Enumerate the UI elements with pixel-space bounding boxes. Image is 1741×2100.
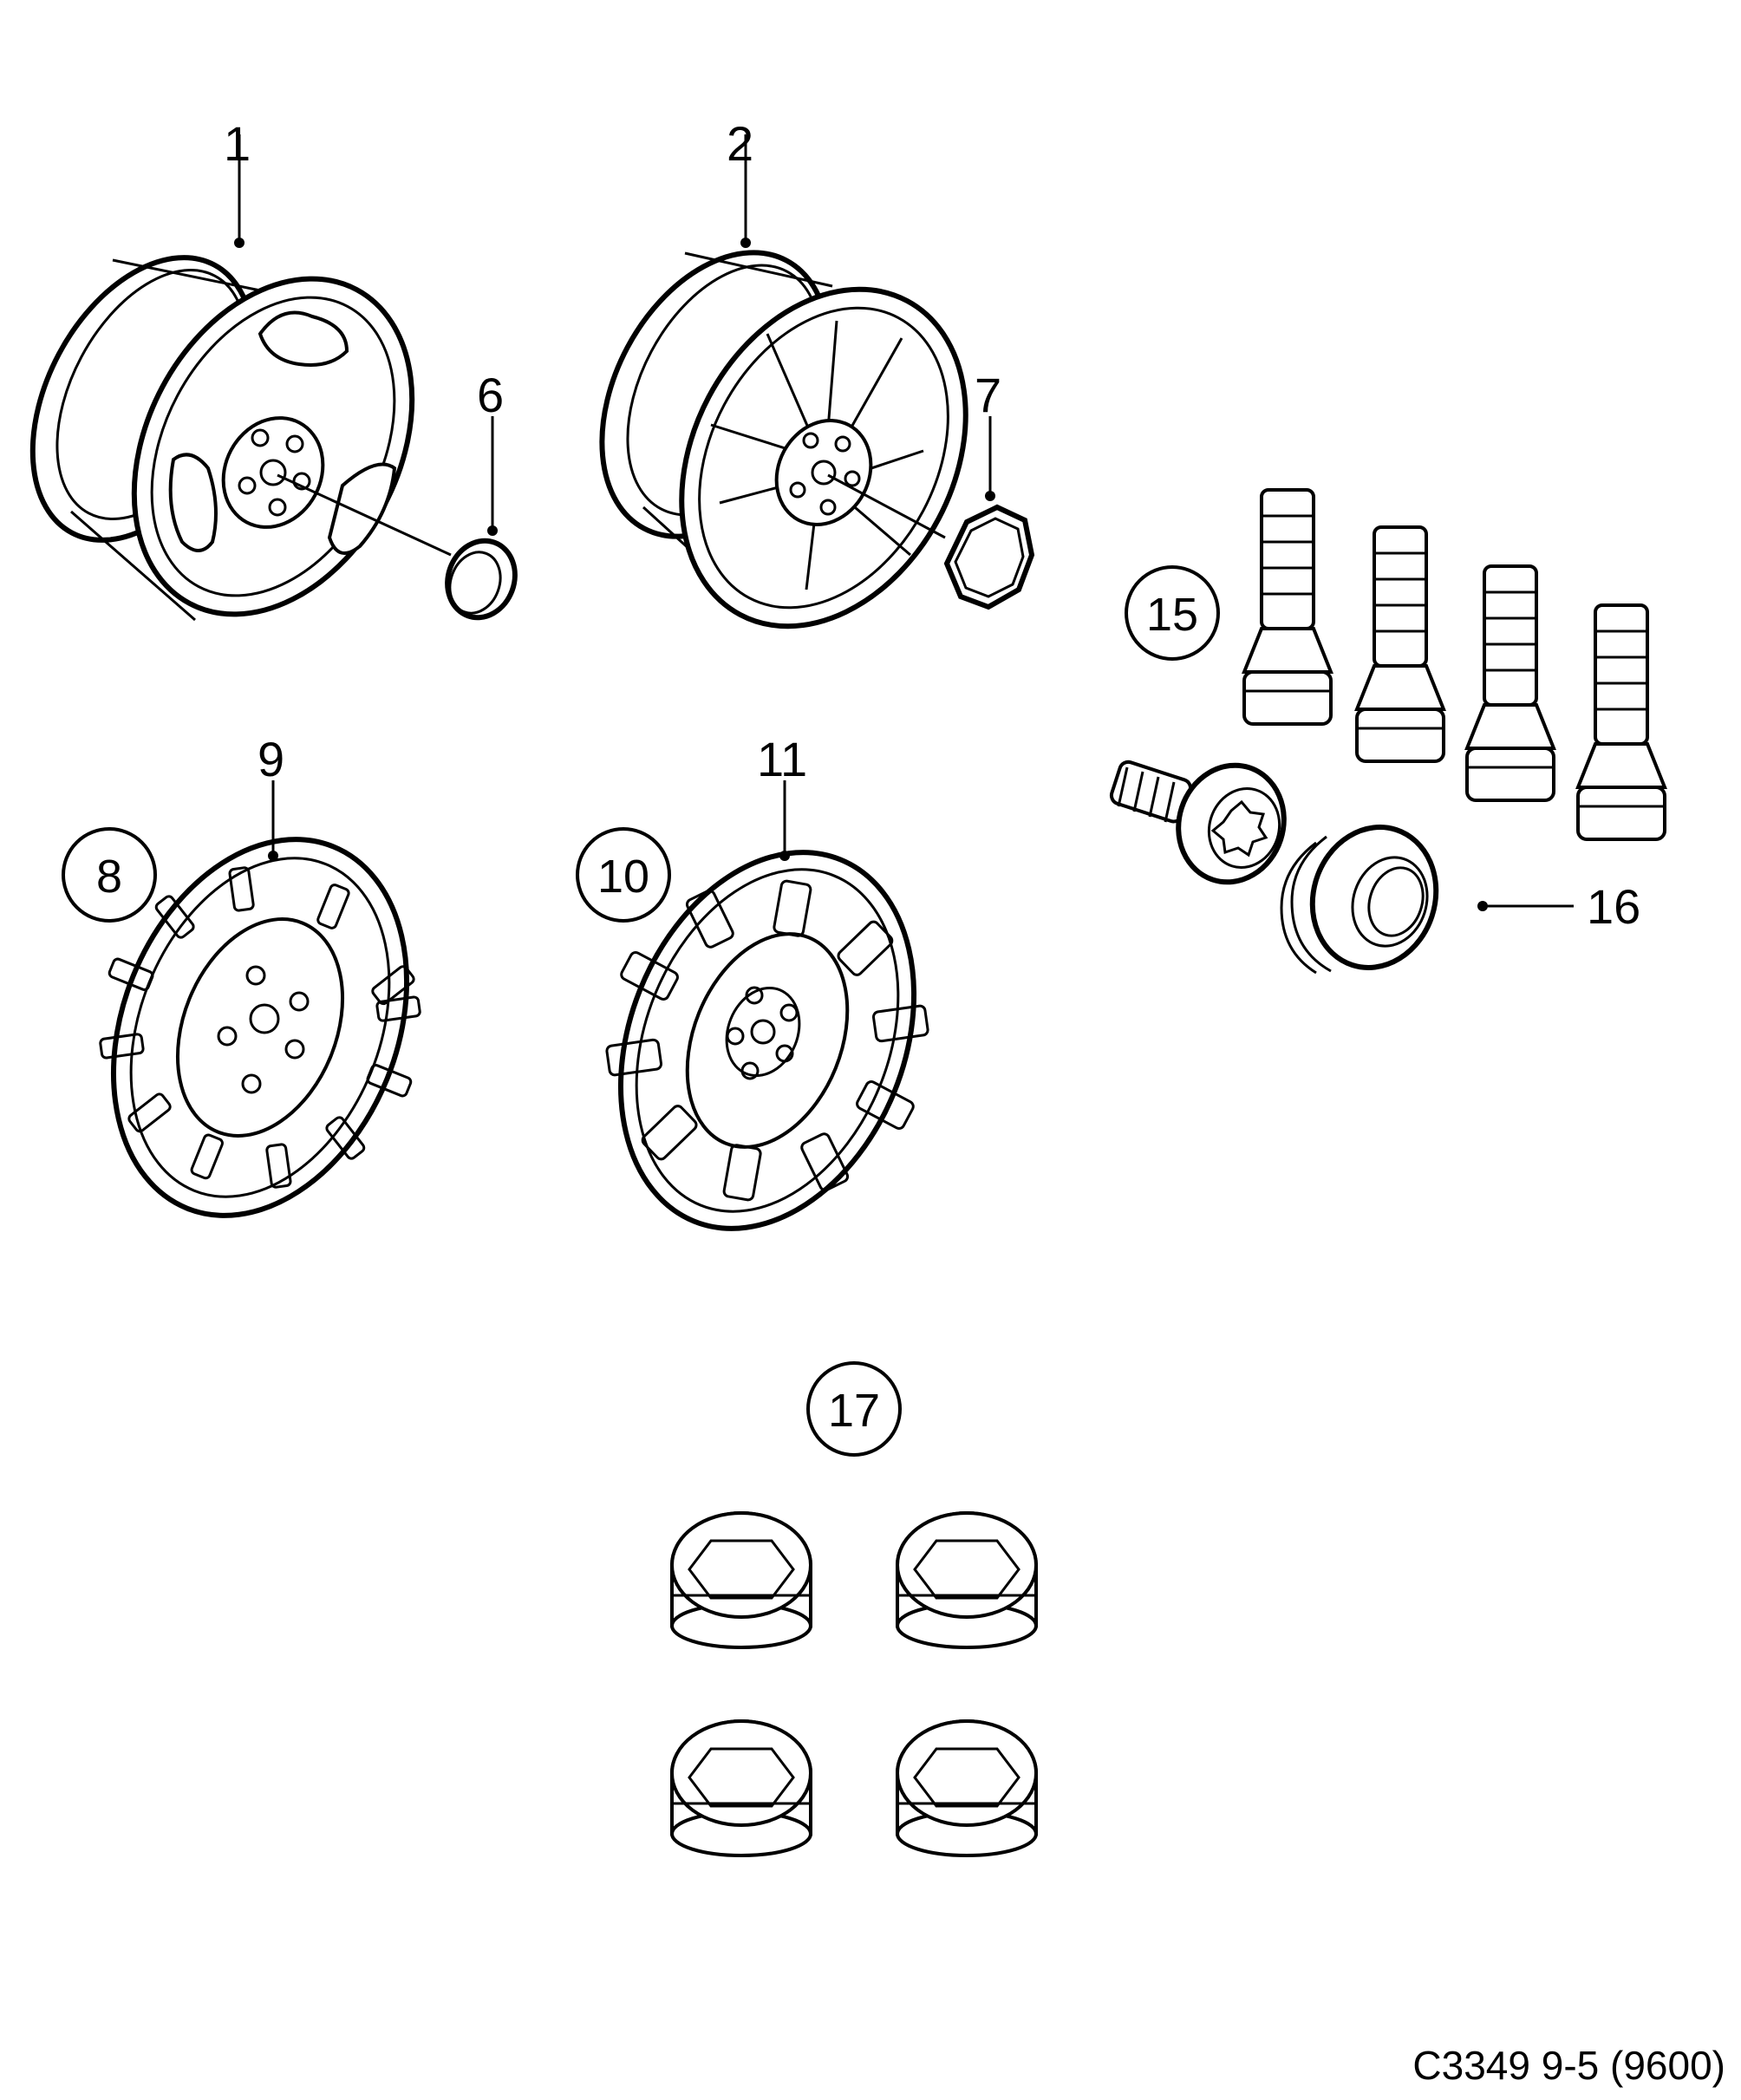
diagram-caption: C3349 9-5 (9600) [1412,2043,1725,2088]
callout-11: 11 [757,732,807,786]
callout-circle-15: 15 [1125,565,1220,661]
bolt-caps-part-17 [670,1511,1038,1857]
callout-17: 17 [828,1385,880,1437]
locking-bolt-part-16 [1109,760,1439,975]
callout-15: 15 [1146,589,1198,641]
callout-circle-8: 8 [62,827,157,923]
wheel-bolts-part-15 [1242,488,1667,841]
callout-2: 2 [727,116,753,171]
callout-10: 10 [597,851,649,903]
callout-16: 16 [1587,879,1640,934]
callout-8: 8 [96,851,122,903]
callout-9: 9 [258,732,284,786]
callout-1: 1 [224,116,251,171]
wheel-part-1 [29,255,415,622]
center-cap-part-7 [943,504,1035,610]
wheel-part-2 [599,250,968,629]
callout-circle-10: 10 [576,827,671,923]
leader-line-1-to-6 [277,473,452,557]
hubcap-part-11 [605,850,929,1231]
callout-circle-17: 17 [806,1361,902,1457]
center-cap-part-6 [445,538,518,621]
callout-6: 6 [477,368,504,422]
hubcap-part-9 [99,837,421,1218]
leader-line-2-to-7 [827,473,946,539]
callout-7: 7 [975,368,1001,422]
